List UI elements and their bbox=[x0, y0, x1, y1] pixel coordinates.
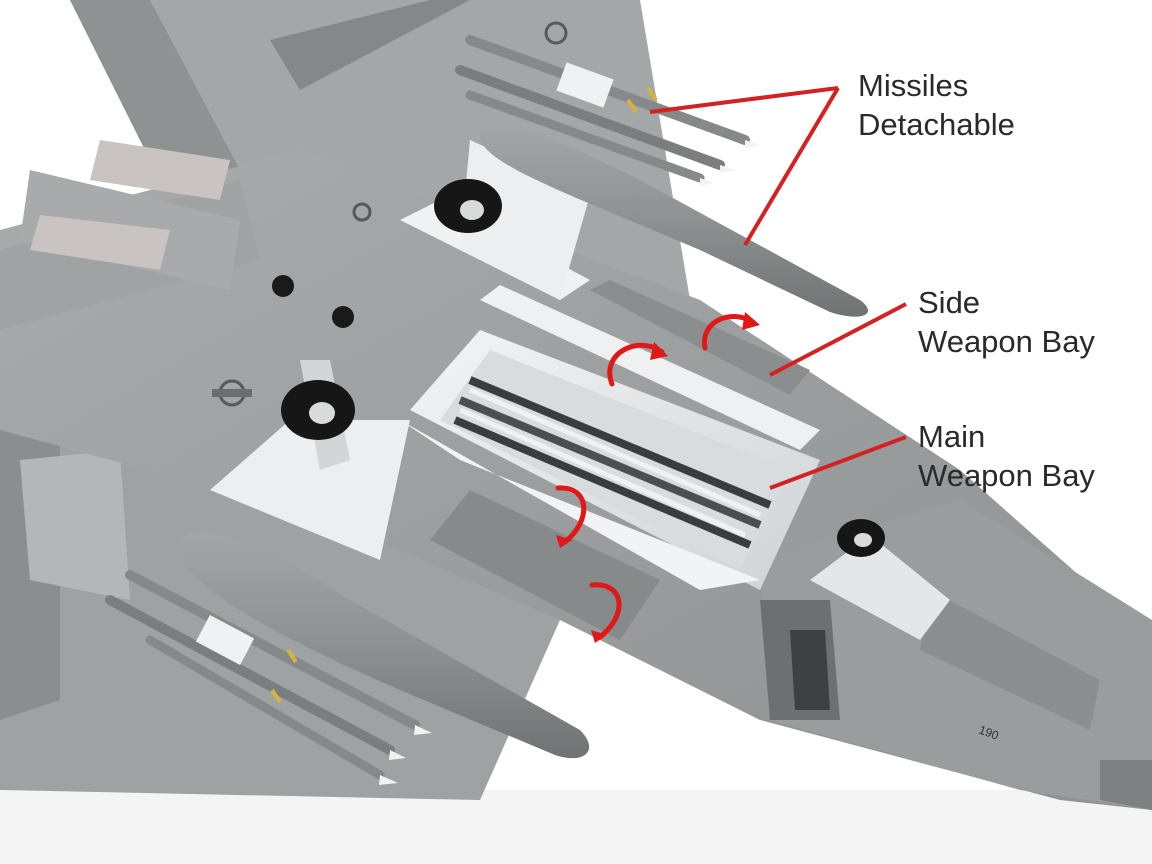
fuselage-holes bbox=[272, 275, 354, 328]
callout-main-line1: Main bbox=[918, 419, 986, 454]
landing-gear-bay-upper bbox=[460, 140, 590, 300]
aircraft-number-text: 190 bbox=[977, 723, 1001, 743]
wheel bbox=[837, 519, 885, 557]
main-weapon-bay bbox=[400, 330, 820, 640]
missile-cluster-upper bbox=[455, 35, 760, 186]
aircraft-number-marking: 190 bbox=[977, 723, 1001, 743]
wheel bbox=[434, 179, 502, 233]
callout-missiles-line1: Missiles bbox=[858, 68, 969, 103]
callout-side-weapon-bay: Side Weapon Bay bbox=[918, 283, 1095, 361]
callout-side-line2: Weapon Bay bbox=[918, 324, 1095, 359]
red-curved-arrow bbox=[555, 485, 587, 545]
arrowhead bbox=[556, 312, 760, 643]
callout-missiles-line2: Detachable bbox=[858, 107, 1015, 142]
fuel-tank-upper bbox=[479, 125, 869, 317]
callout-missiles-detachable: Missiles Detachable bbox=[858, 66, 1015, 144]
callout-line-side-bay bbox=[769, 302, 907, 377]
callout-line-main-bay bbox=[769, 435, 907, 490]
callout-line-missiles bbox=[649, 86, 840, 247]
fuel-tank-lower bbox=[179, 532, 590, 759]
callout-main-weapon-bay: Main Weapon Bay bbox=[918, 417, 1095, 495]
red-curved-arrow bbox=[589, 582, 622, 640]
callout-side-line1: Side bbox=[918, 285, 981, 320]
roundel-marking bbox=[212, 21, 568, 407]
missile-cluster-lower bbox=[105, 570, 432, 785]
landing-gear-bay-front bbox=[810, 535, 950, 640]
callout-main-line2: Weapon Bay bbox=[918, 458, 1095, 493]
floor-shadow bbox=[0, 790, 1152, 864]
wheel bbox=[281, 380, 355, 440]
